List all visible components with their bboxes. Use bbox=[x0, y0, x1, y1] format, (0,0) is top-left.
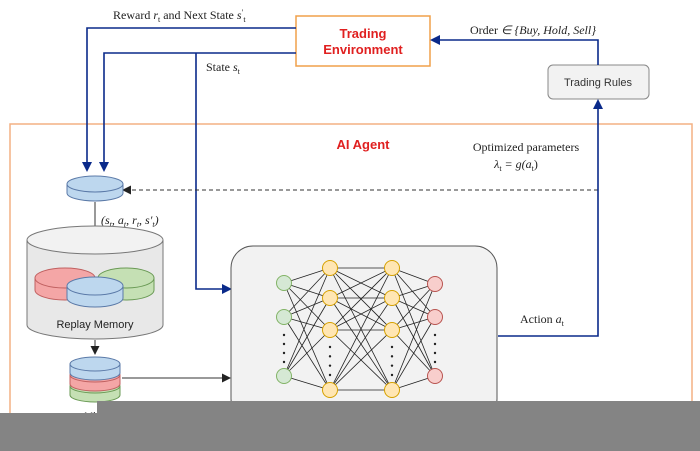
state-label: State st bbox=[206, 60, 241, 76]
nn-node-hidden1-3 bbox=[322, 382, 338, 398]
nn-edge bbox=[391, 316, 436, 391]
transition-tuple: (st, at, rt, s′t) bbox=[101, 213, 159, 229]
neural-network-nodes bbox=[276, 260, 443, 398]
nn-node-hidden2-0 bbox=[384, 260, 400, 276]
nn-edge bbox=[283, 375, 331, 391]
neural-network-box[interactable] bbox=[230, 245, 498, 422]
nn-edge bbox=[283, 329, 331, 377]
replay-disk-blue bbox=[66, 276, 124, 308]
nn-ellipsis-dot bbox=[433, 333, 437, 337]
nn-ellipsis-dot bbox=[390, 345, 394, 349]
nn-node-hidden2-1 bbox=[384, 290, 400, 306]
action-arrow bbox=[498, 99, 603, 337]
ai-agent-title: AI Agent bbox=[337, 137, 391, 152]
nn-ellipsis-dot bbox=[282, 333, 286, 337]
reward-arrow-outer bbox=[82, 27, 296, 172]
nn-node-hidden2-3 bbox=[384, 382, 400, 398]
nn-edge bbox=[329, 297, 393, 331]
nn-ellipsis-dot bbox=[328, 345, 332, 349]
state-arrow bbox=[195, 53, 232, 294]
order-arrow bbox=[430, 35, 599, 65]
optimized-parameters-line2: λt = g(at) bbox=[493, 157, 538, 173]
nn-ellipsis-dot bbox=[282, 360, 286, 364]
nn-edge bbox=[283, 297, 331, 377]
nn-ellipsis-dot bbox=[390, 355, 394, 358]
nn-node-hidden1-1 bbox=[322, 290, 338, 306]
nn-ellipsis-dot bbox=[282, 351, 286, 355]
nn-node-output-1 bbox=[427, 309, 443, 325]
nn-edge bbox=[283, 282, 331, 299]
order-label: Order ∈ {Buy, Hold, Sell} bbox=[470, 23, 596, 37]
nn-edge bbox=[391, 267, 436, 377]
nn-edge bbox=[283, 297, 331, 318]
nn-node-hidden1-0 bbox=[322, 260, 338, 276]
trading-environment-box[interactable] bbox=[295, 15, 431, 67]
nn-edge bbox=[329, 297, 393, 391]
reward-label: Reward rt and Next State s′t bbox=[113, 8, 246, 24]
trading-environment-line2: Environment bbox=[323, 42, 403, 57]
nn-edge bbox=[283, 267, 331, 284]
nn-edge bbox=[391, 267, 436, 318]
nn-ellipsis-dot bbox=[433, 360, 437, 364]
bottom-overlay-tab bbox=[97, 401, 700, 415]
bottom-overlay-bar bbox=[0, 413, 700, 451]
minibatch-stack bbox=[69, 356, 121, 403]
nn-edge bbox=[329, 267, 393, 391]
nn-node-input-1 bbox=[276, 309, 292, 325]
nn-ellipsis-dot bbox=[433, 351, 437, 355]
trading-environment-line1: Trading bbox=[340, 26, 387, 41]
nn-node-input-2 bbox=[276, 368, 292, 384]
nn-edge bbox=[283, 267, 331, 377]
nn-node-output-0 bbox=[427, 276, 443, 292]
nn-node-hidden1-2 bbox=[322, 322, 338, 338]
nn-ellipsis-dot bbox=[328, 364, 332, 367]
nn-edge bbox=[283, 267, 331, 318]
nn-edge bbox=[391, 283, 436, 391]
nn-edge bbox=[329, 329, 393, 391]
nn-ellipsis-dot bbox=[390, 373, 394, 377]
neural-network-ellipsis bbox=[282, 333, 437, 377]
optimized-parameters-line1: Optimized parameters bbox=[473, 140, 580, 154]
nn-edge bbox=[283, 282, 331, 331]
trading-rules-label: Trading Rules bbox=[564, 77, 633, 89]
nn-edge bbox=[329, 267, 393, 331]
nn-ellipsis-dot bbox=[282, 342, 286, 346]
nn-node-input-0 bbox=[276, 275, 292, 291]
reward-arrow-inner bbox=[99, 52, 296, 172]
neural-network-edges bbox=[283, 267, 436, 391]
nn-edge bbox=[329, 267, 393, 299]
nn-ellipsis-dot bbox=[433, 342, 437, 346]
action-label: Action at bbox=[520, 312, 565, 328]
transition-disk bbox=[66, 175, 124, 202]
nn-edge bbox=[391, 283, 436, 331]
nn-node-hidden2-2 bbox=[384, 322, 400, 338]
nn-node-output-2 bbox=[427, 368, 443, 384]
nn-ellipsis-dot bbox=[328, 355, 332, 358]
replay-memory-label: Replay Memory bbox=[56, 319, 134, 331]
nn-ellipsis-dot bbox=[328, 373, 332, 377]
nn-ellipsis-dot bbox=[390, 364, 394, 367]
